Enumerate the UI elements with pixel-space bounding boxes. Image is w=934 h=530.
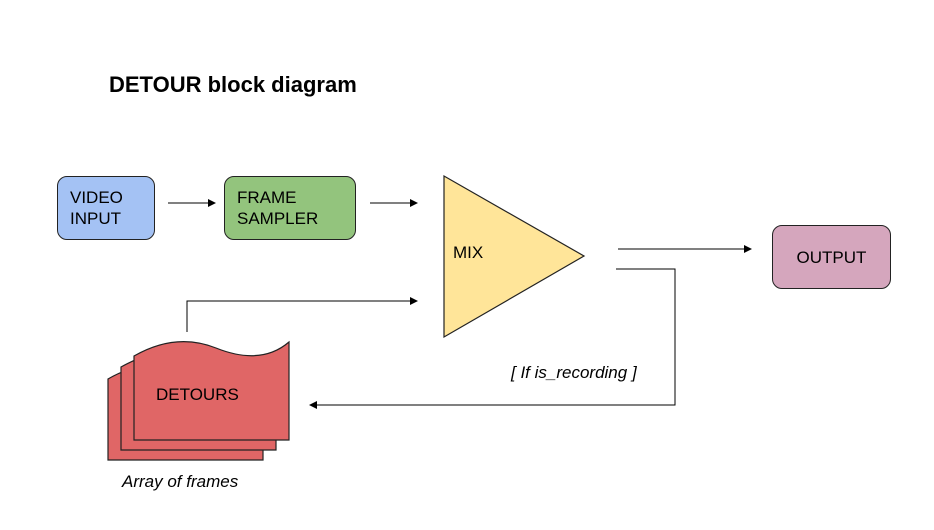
- frame-sampler-label-line1: FRAME: [237, 188, 297, 207]
- frame-sampler-label-line2: SAMPLER: [237, 209, 319, 228]
- diagram-title: DETOUR block diagram: [109, 72, 357, 97]
- feedback-condition-label: [ If is_recording ]: [511, 363, 637, 382]
- output-label: OUTPUT: [796, 247, 867, 267]
- video-input-label-line1: VIDEO: [70, 188, 123, 207]
- detours-caption: Array of frames: [122, 472, 239, 491]
- arrow-mix-feedback-to-detours: [309, 268, 676, 409]
- detours-frame-front: [133, 340, 290, 441]
- frame-sampler-node: FRAME SAMPLER: [224, 176, 356, 240]
- mix-label: MIX: [453, 243, 484, 262]
- detours-label: DETOURS: [156, 385, 239, 404]
- output-node: OUTPUT: [772, 225, 891, 289]
- video-input-node: VIDEO INPUT: [57, 176, 155, 240]
- video-input-label-line2: INPUT: [70, 209, 121, 228]
- arrow-detours-to-mix: [186, 297, 418, 332]
- detours-stack: [107, 340, 290, 461]
- mix-triangle: [443, 174, 586, 339]
